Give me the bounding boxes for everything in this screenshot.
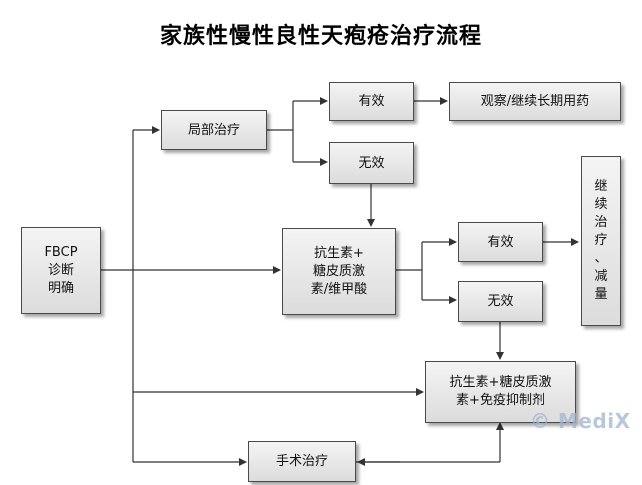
node-continue-char1: 继 bbox=[594, 179, 608, 194]
node-continue-char7: 量 bbox=[594, 287, 608, 302]
node-continue-char6: 减 bbox=[594, 269, 608, 284]
node-systemic-line1: 抗生素+ bbox=[314, 245, 364, 261]
node-ineffective-2-label: 无效 bbox=[487, 294, 514, 309]
node-ineffective-1-label: 无效 bbox=[358, 155, 385, 171]
node-effective-1-label: 有效 bbox=[358, 94, 385, 109]
node-continue-char2: 续 bbox=[594, 197, 608, 212]
node-combo-line2: 素+免疫抑制剂 bbox=[456, 393, 545, 408]
node-diagnosis-line2: 诊断 bbox=[47, 262, 74, 278]
node-diagnosis-line3: 明确 bbox=[47, 280, 74, 296]
node-systemic-line3: 素/维甲酸 bbox=[310, 281, 368, 297]
node-effective-2: 有效 bbox=[458, 222, 543, 262]
node-observe-label: 观察/继续长期用药 bbox=[480, 94, 590, 109]
node-effective-2-label: 有效 bbox=[487, 234, 514, 250]
node-surgery-label: 手术治疗 bbox=[275, 454, 328, 469]
node-surgery: 手术治疗 bbox=[248, 441, 356, 482]
node-effective-1: 有效 bbox=[329, 82, 414, 121]
node-diagnosis: FBCP 诊断 明确 bbox=[21, 227, 101, 314]
node-continue-treatment: 继 续 治 疗 、 减 量 bbox=[581, 156, 621, 326]
node-systemic-therapy: 抗生素+ 糖皮质激 素/维甲酸 bbox=[282, 228, 396, 315]
node-observe: 观察/继续长期用药 bbox=[449, 82, 621, 121]
node-continue-char3: 治 bbox=[594, 215, 608, 230]
page-title: 家族性慢性良性天疱疮治疗流程 bbox=[159, 23, 482, 49]
watermark-logo: © MediX bbox=[530, 409, 631, 433]
node-ineffective-2: 无效 bbox=[458, 281, 543, 322]
node-continue-char5: 、 bbox=[594, 251, 608, 266]
node-combo-line1: 抗生素+糖皮质激 bbox=[449, 375, 552, 390]
node-diagnosis-line1: FBCP bbox=[44, 244, 78, 260]
node-systemic-line2: 糖皮质激 bbox=[312, 263, 365, 279]
node-ineffective-1: 无效 bbox=[329, 142, 414, 184]
node-continue-char4: 疗 bbox=[594, 233, 608, 248]
node-local-label: 局部治疗 bbox=[187, 122, 240, 138]
node-local-treatment: 局部治疗 bbox=[161, 110, 267, 150]
node-combination-therapy: 抗生素+糖皮质激 素+免疫抑制剂 bbox=[425, 361, 576, 423]
